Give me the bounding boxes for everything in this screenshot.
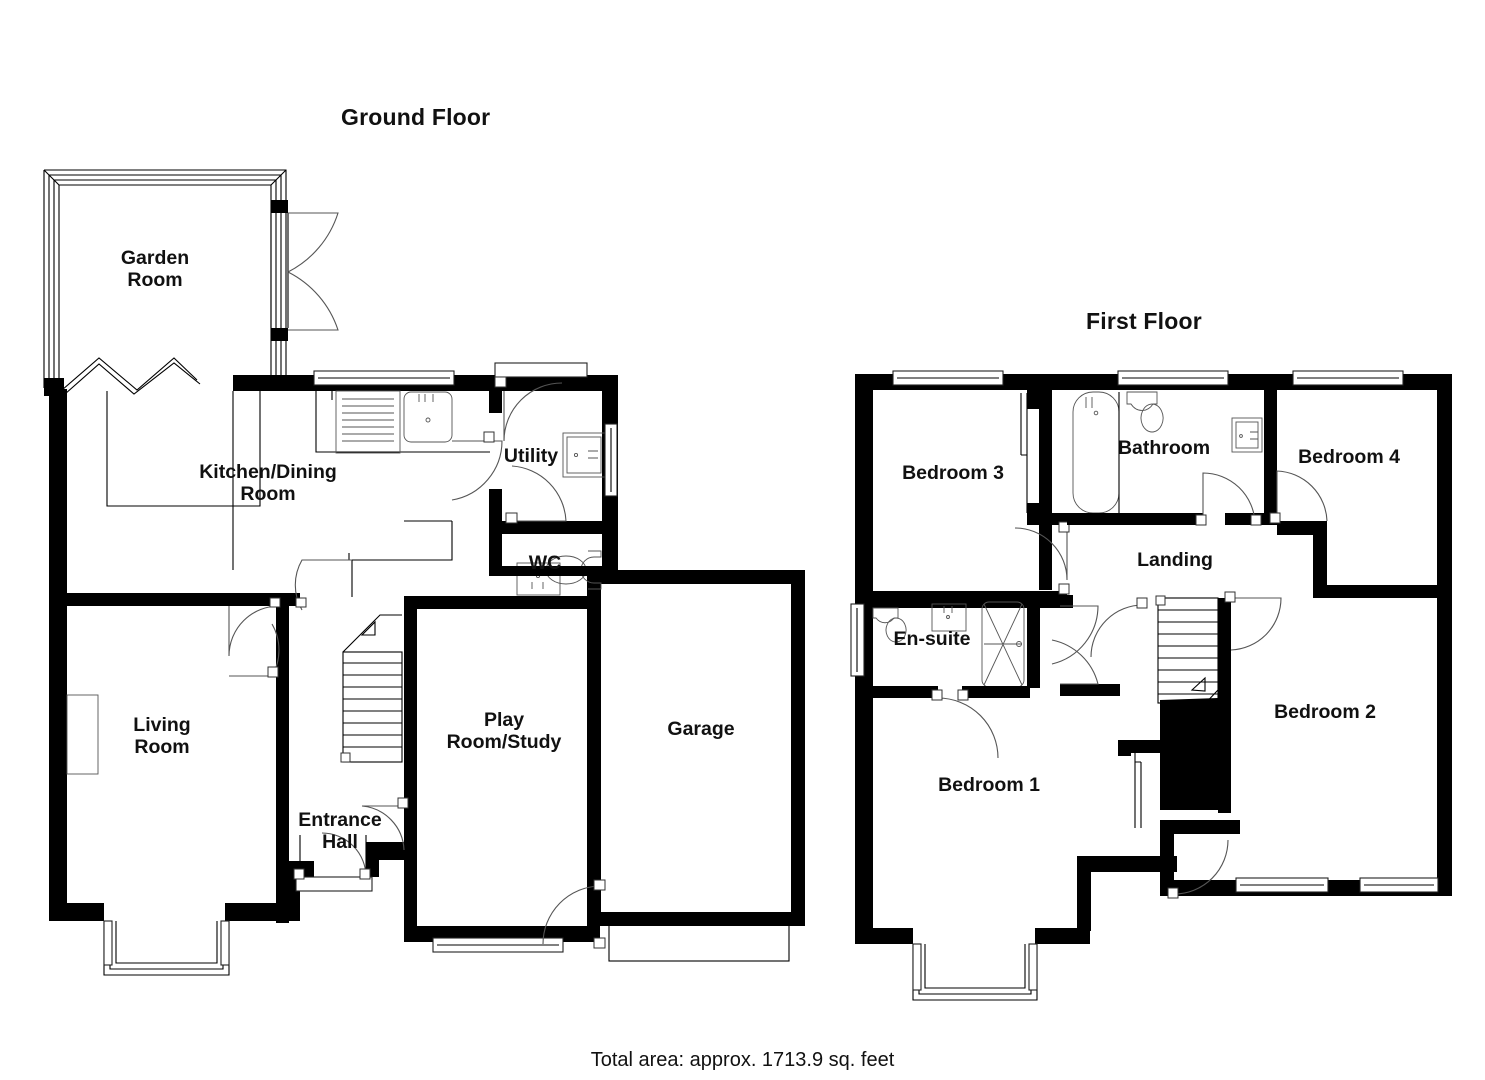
kitchen-fixtures <box>106 370 503 611</box>
ground-stairs <box>340 614 403 763</box>
play-room-fixtures <box>432 879 606 953</box>
bedroom-4-structure <box>1269 370 1437 598</box>
living-room-fixtures <box>66 597 281 976</box>
garage-fixtures <box>608 916 790 962</box>
garden-room-structure <box>43 169 339 396</box>
utility-fixtures <box>494 362 618 524</box>
bedroom-2-structure <box>1235 877 1439 893</box>
en-suite-structure <box>850 595 1120 759</box>
first-floor-title: First Floor <box>1086 308 1202 334</box>
entrance-hall-fixtures <box>293 797 409 892</box>
ground-floor-drawing <box>43 169 805 976</box>
bathroom-structure <box>1067 370 1277 526</box>
bedroom-1-structure <box>912 740 1229 1001</box>
landing-stairs <box>1090 591 1282 813</box>
ground-floor-walls <box>49 375 805 942</box>
wc-fixtures <box>489 534 605 596</box>
first-floor-walls <box>855 374 1452 944</box>
total-area-text: Total area: approx. 1713.9 sq. feet <box>590 1049 895 1071</box>
first-floor-drawing <box>850 370 1452 1001</box>
ground-floor-title: Ground Floor <box>341 104 491 130</box>
bedroom-3-structure <box>873 370 1070 605</box>
